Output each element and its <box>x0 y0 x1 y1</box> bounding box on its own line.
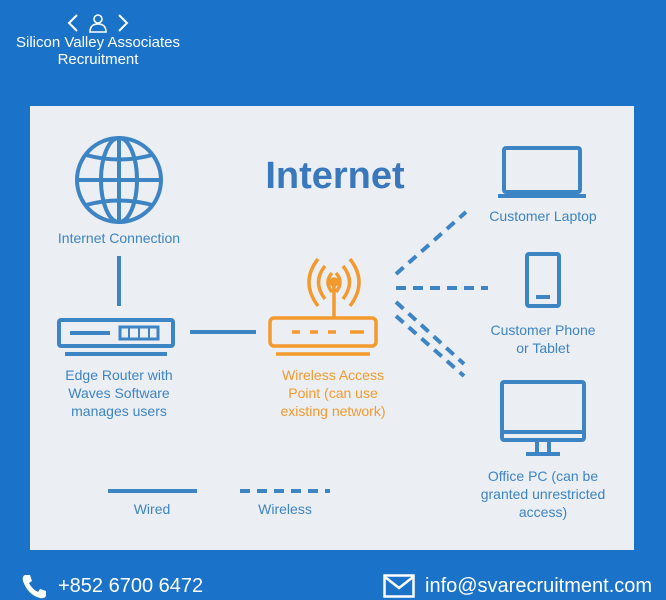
logo-name: Silicon Valley Associates <box>16 34 180 51</box>
footer-email[interactable]: info@svarecruitment.com <box>383 572 652 600</box>
label-office-pc: Office PC (can be granted unrestricted a… <box>468 467 618 521</box>
logo: Silicon Valley Associates Recruitment <box>0 12 196 68</box>
label-line: granted unrestricted <box>480 486 606 502</box>
label-line: access) <box>518 504 568 520</box>
logo-subtitle: Recruitment <box>57 51 139 68</box>
label-line: or Tablet <box>516 340 570 356</box>
label-customer-phone: Customer Phone or Tablet <box>468 321 618 357</box>
label-edge-router: Edge Router with Waves Software manages … <box>44 366 194 420</box>
laptop-icon <box>498 146 586 198</box>
label-line: Edge Router with <box>65 367 173 383</box>
router-icon <box>57 318 175 356</box>
phone-number[interactable]: +852 6700 6472 <box>58 574 204 597</box>
person-with-code-brackets-icon <box>67 14 129 33</box>
diagram-canvas <box>57 136 586 493</box>
envelope-icon <box>383 574 415 598</box>
label-line: Waves Software <box>68 385 170 401</box>
label-line: Office PC (can be <box>487 468 599 484</box>
globe-icon <box>75 136 163 224</box>
label-internet-connection: Internet Connection <box>57 230 181 246</box>
label-line: Wireless Access <box>282 367 384 383</box>
desktop-pc-icon <box>500 380 586 456</box>
label-line: manages users <box>71 403 167 419</box>
label-line: Customer Phone <box>490 322 596 338</box>
phone-device-icon <box>525 252 561 308</box>
legend-wireless-label: Wireless <box>258 501 312 517</box>
diagram-title: Internet <box>265 155 405 197</box>
wireless-links <box>394 210 488 378</box>
network-diagram: Internet Internet Connection Edge Router… <box>30 106 634 550</box>
label-line: Point (can use <box>288 385 378 401</box>
legend-wired-label: Wired <box>133 501 171 517</box>
label-line: existing network) <box>280 403 386 419</box>
access-point-icon <box>268 257 378 356</box>
label-access-point: Wireless Access Point (can use existing … <box>258 366 408 420</box>
email-address[interactable]: info@svarecruitment.com <box>425 574 653 597</box>
label-customer-laptop: Customer Laptop <box>489 208 597 224</box>
footer-phone[interactable]: +852 6700 6472 <box>20 572 203 600</box>
phone-icon <box>22 575 46 599</box>
